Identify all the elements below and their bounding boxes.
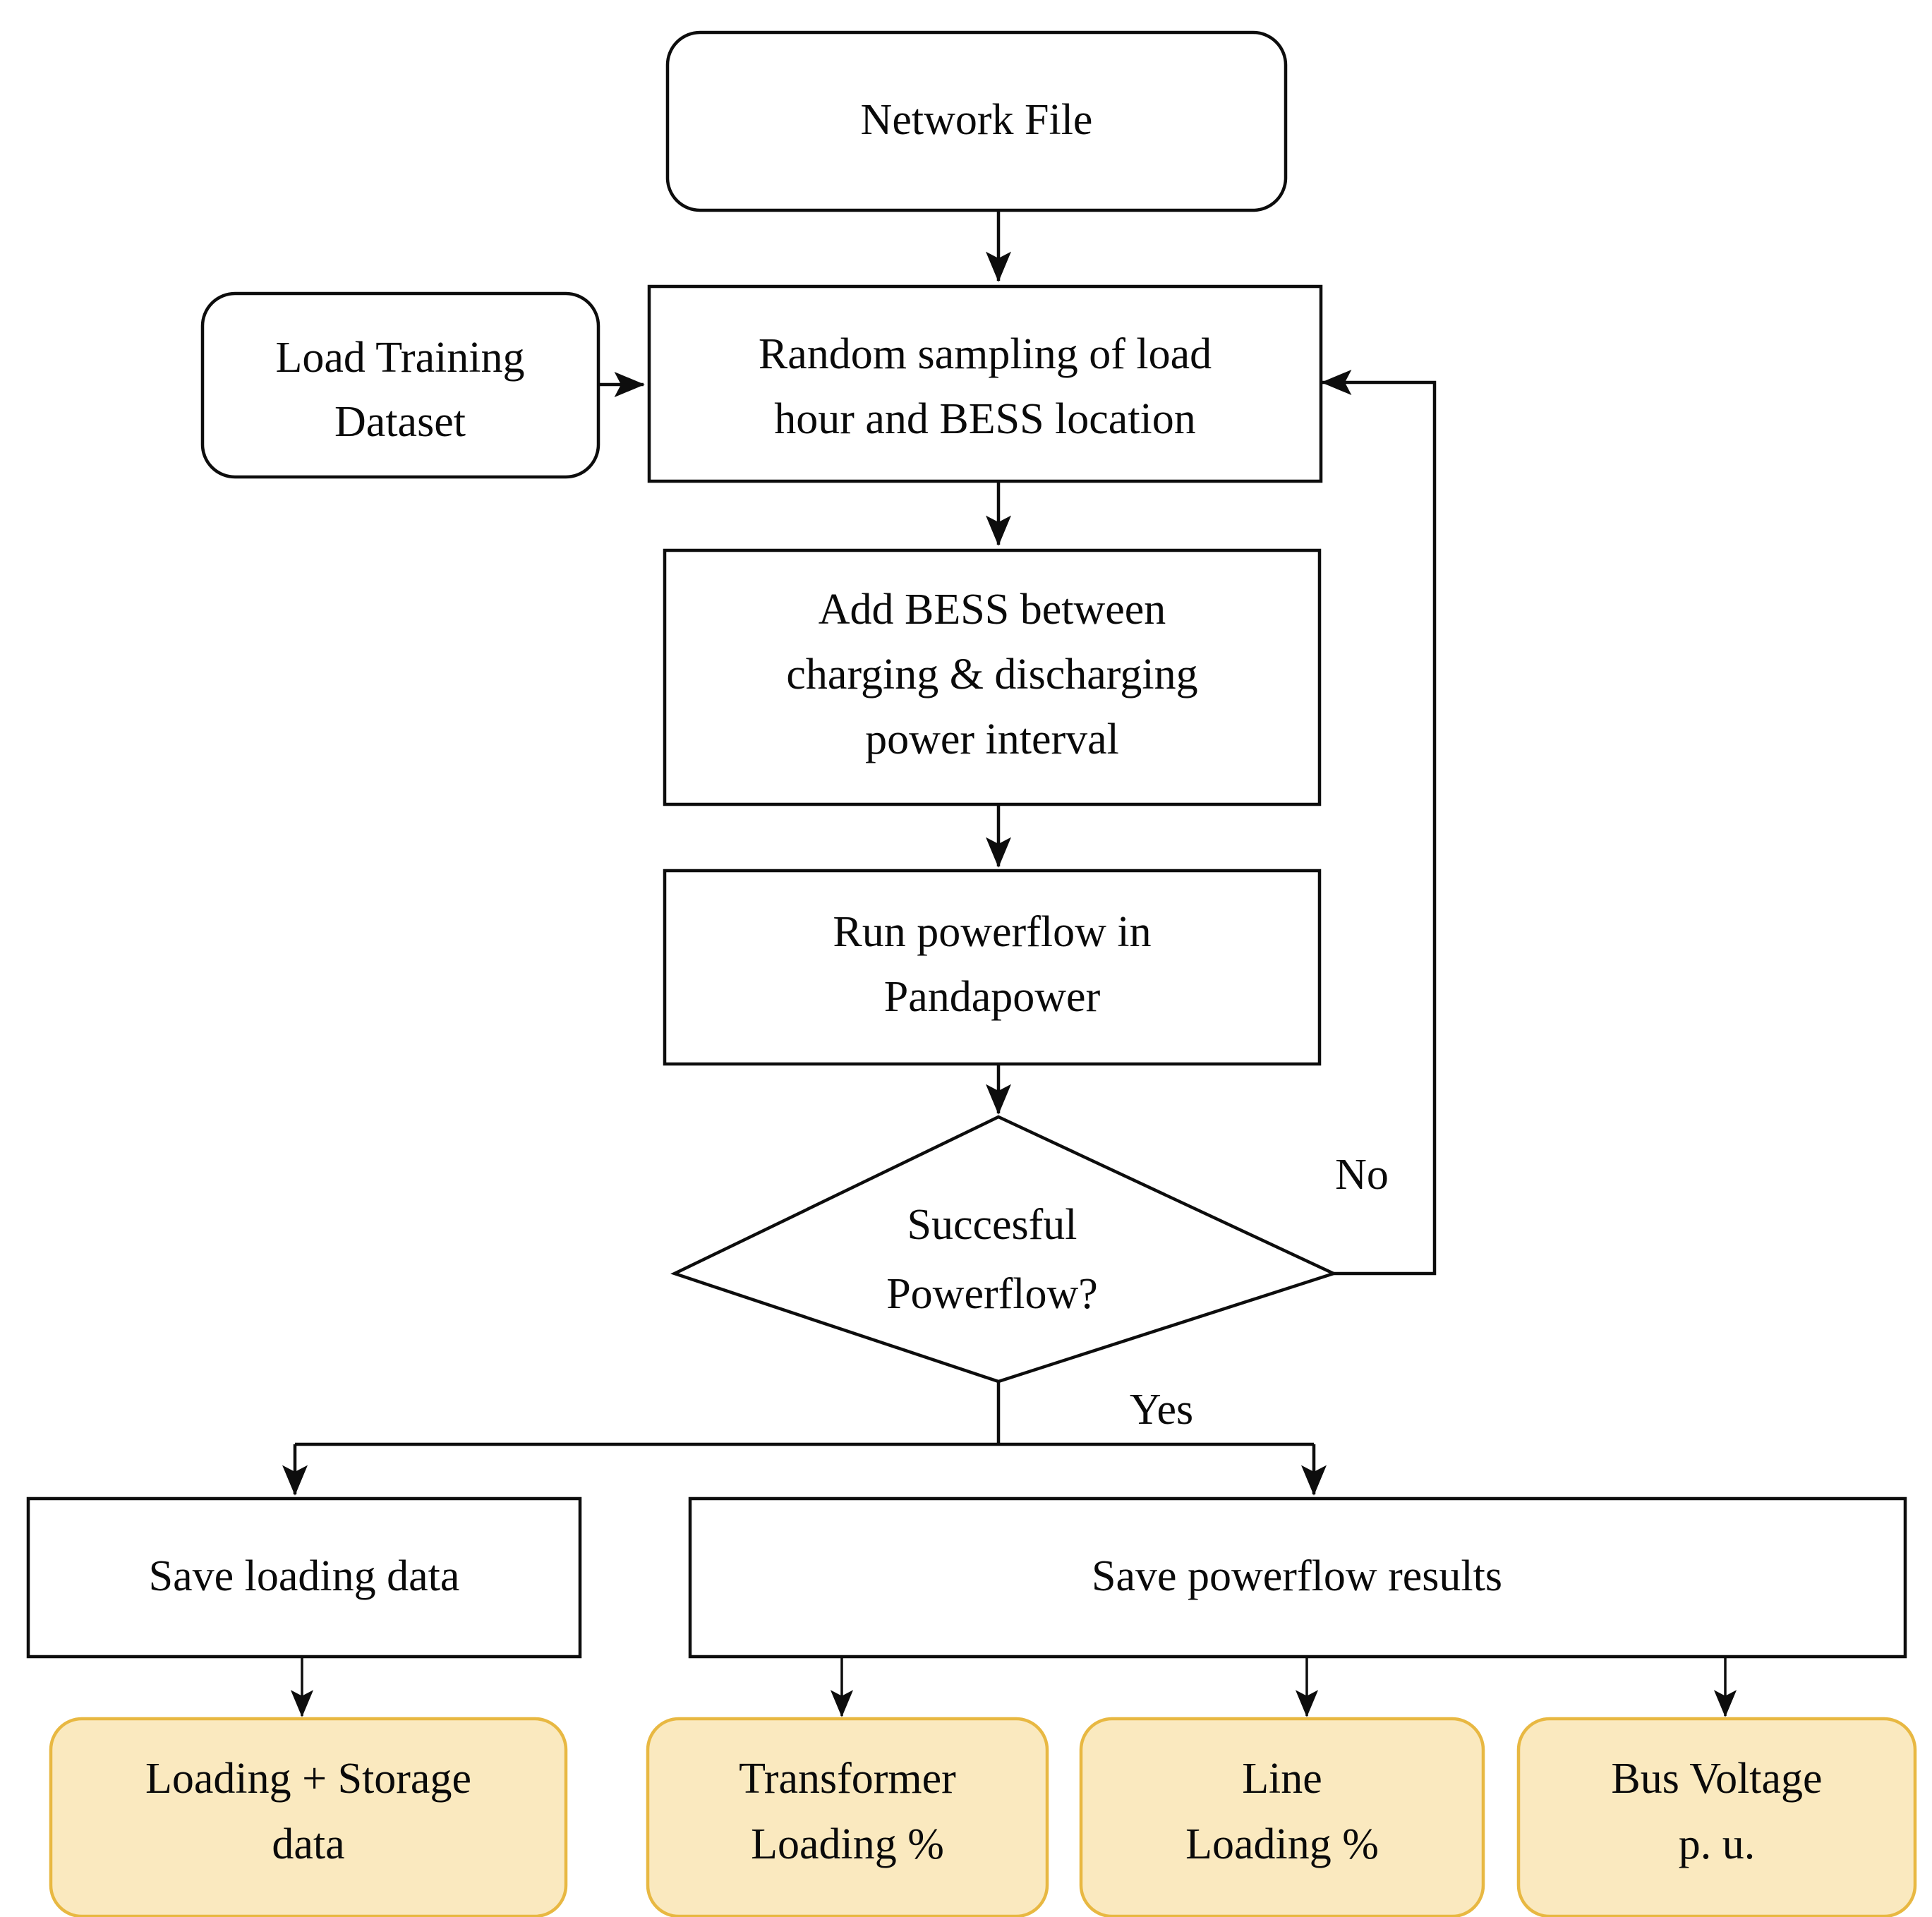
node-save-powerflow-results[interactable]: Save powerflow results — [688, 1496, 1907, 1659]
decision-label-line2: Powerflow? — [886, 1270, 1098, 1318]
random-sampling-box[interactable] — [647, 284, 1323, 483]
bus-voltage-label-line2: p. u. — [1679, 1820, 1756, 1868]
loading-storage-data-box[interactable] — [49, 1717, 568, 1917]
load-training-dataset-label-line1: Load Training — [275, 334, 524, 382]
line-loading-label-line2: Loading % — [1185, 1820, 1379, 1868]
edge-no-feedback-loop — [1321, 370, 1437, 1276]
transformer-loading-box[interactable] — [646, 1717, 1049, 1917]
node-loading-storage-data[interactable]: Loading + Storage data — [49, 1717, 568, 1917]
line-loading-box[interactable] — [1079, 1717, 1485, 1917]
random-sampling-label-line1: Random sampling of load — [759, 330, 1212, 378]
node-bus-voltage[interactable]: Bus Voltage p. u. — [1516, 1717, 1917, 1917]
run-powerflow-label-line2: Pandapower — [884, 973, 1101, 1021]
node-run-powerflow[interactable]: Run powerflow in Pandapower — [663, 869, 1322, 1066]
save-loading-data-box[interactable] — [26, 1496, 582, 1659]
node-save-loading-data[interactable]: Save loading data — [26, 1496, 582, 1659]
node-random-sampling[interactable]: Random sampling of load hour and BESS lo… — [647, 284, 1323, 483]
decision-diamond[interactable] — [670, 1115, 1339, 1384]
node-line-loading[interactable]: Line Loading % — [1079, 1717, 1485, 1917]
node-add-bess[interactable]: Add BESS between charging & discharging … — [663, 548, 1322, 806]
add-bess-label-line3: power interval — [865, 715, 1119, 763]
transformer-loading-label-line2: Loading % — [751, 1820, 944, 1868]
bus-voltage-box[interactable] — [1516, 1717, 1917, 1917]
network-file-box[interactable] — [665, 30, 1288, 212]
line-loading-label-line1: Line — [1242, 1755, 1322, 1803]
edge-label-no: No — [1335, 1151, 1389, 1199]
add-bess-label-line1: Add BESS between — [819, 586, 1166, 634]
save-loading-data-label: Save loading data — [149, 1552, 460, 1600]
edge-label-yes: Yes — [1130, 1386, 1193, 1434]
load-training-dataset-label-line2: Dataset — [334, 398, 466, 446]
decision-label-line1: Succesful — [907, 1201, 1077, 1249]
node-load-training-dataset[interactable]: Load Training Dataset — [200, 291, 600, 479]
transformer-loading-label-line1: Transformer — [739, 1755, 956, 1803]
network-file-label: Network File — [861, 96, 1093, 144]
save-powerflow-results-label: Save powerflow results — [1092, 1552, 1502, 1600]
add-bess-box[interactable] — [663, 548, 1322, 806]
node-decision-succesful-powerflow[interactable]: Succesful Powerflow? — [670, 1115, 1339, 1384]
save-powerflow-results-box[interactable] — [688, 1496, 1907, 1659]
loading-storage-data-label-line2: data — [272, 1820, 344, 1868]
run-powerflow-box[interactable] — [663, 869, 1322, 1066]
run-powerflow-label-line1: Run powerflow in — [833, 908, 1151, 956]
random-sampling-label-line2: hour and BESS location — [774, 395, 1196, 443]
bus-voltage-label-line1: Bus Voltage — [1611, 1755, 1822, 1803]
node-network-file[interactable]: Network File — [665, 30, 1288, 212]
loading-storage-data-label-line1: Loading + Storage — [145, 1755, 471, 1803]
load-training-dataset-box[interactable] — [200, 291, 600, 479]
node-transformer-loading[interactable]: Transformer Loading % — [646, 1717, 1049, 1917]
add-bess-label-line2: charging & discharging — [786, 651, 1197, 699]
